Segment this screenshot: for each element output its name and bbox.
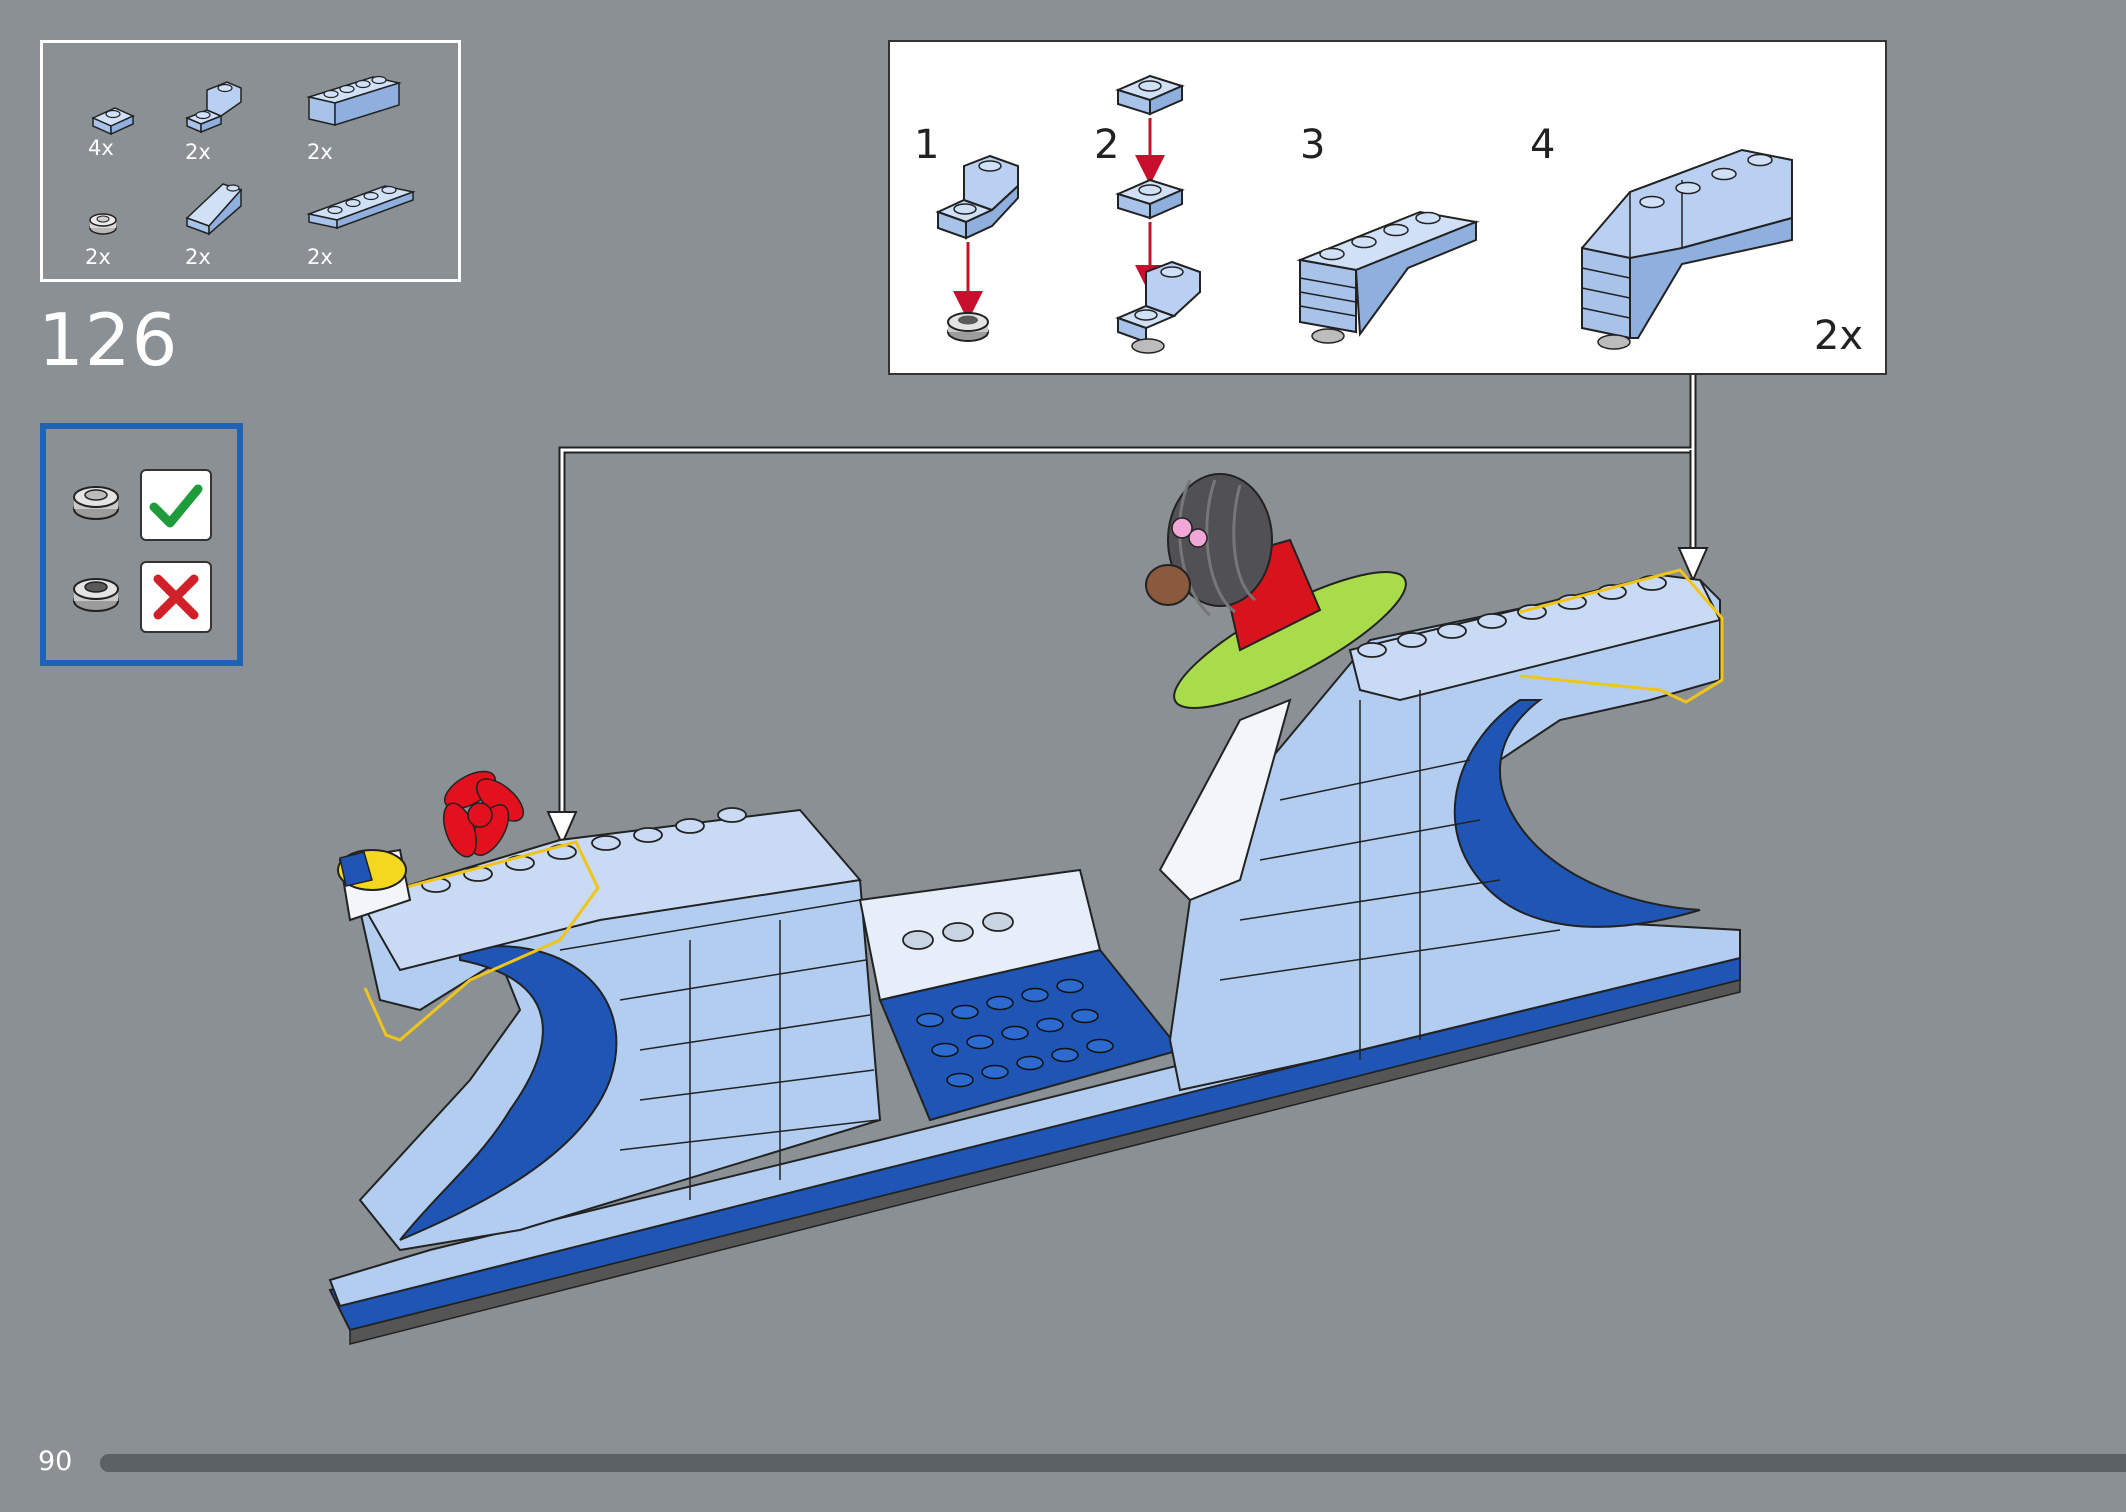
substep-label: 4 [1530, 122, 1556, 168]
round-plate-icon [73, 578, 119, 612]
substep-label: 2 [1094, 122, 1120, 168]
round-plate-icon [73, 486, 119, 520]
substep-multiplier: 2x [1813, 313, 1863, 359]
check-icon [140, 469, 212, 541]
round-plate-1x1-icon [89, 213, 117, 235]
bracket-1x1-icon [185, 81, 242, 134]
substep-4-illustration [1580, 148, 1793, 350]
substep-1-illustration [935, 154, 1019, 342]
substep-3-illustration [1296, 210, 1480, 344]
surfer-minifigure [1145, 473, 1407, 710]
page-number: 90 [38, 1446, 73, 1477]
parts-list: 4x 2x 2x 2x [40, 40, 461, 282]
substep-callout: 1 2 3 4 2x [888, 40, 1887, 375]
brick-1x4-icon [306, 75, 402, 127]
substep-illustration [935, 74, 1793, 354]
plate-1x1-icon [91, 107, 135, 136]
cross-icon [140, 561, 212, 633]
progress-bar [100, 1454, 2126, 1472]
substep-label: 3 [1300, 122, 1326, 168]
flower-and-fish [337, 770, 525, 922]
plate-1x4-icon [306, 185, 416, 230]
orientation-tip [40, 423, 243, 666]
substep-2-illustration [1115, 74, 1201, 354]
progress-bar-fill [100, 1454, 2126, 1472]
step-number: 126 [38, 298, 179, 382]
slope-1x2-icon [185, 183, 243, 236]
callout-connector [546, 375, 1709, 847]
substep-label: 1 [914, 122, 940, 168]
